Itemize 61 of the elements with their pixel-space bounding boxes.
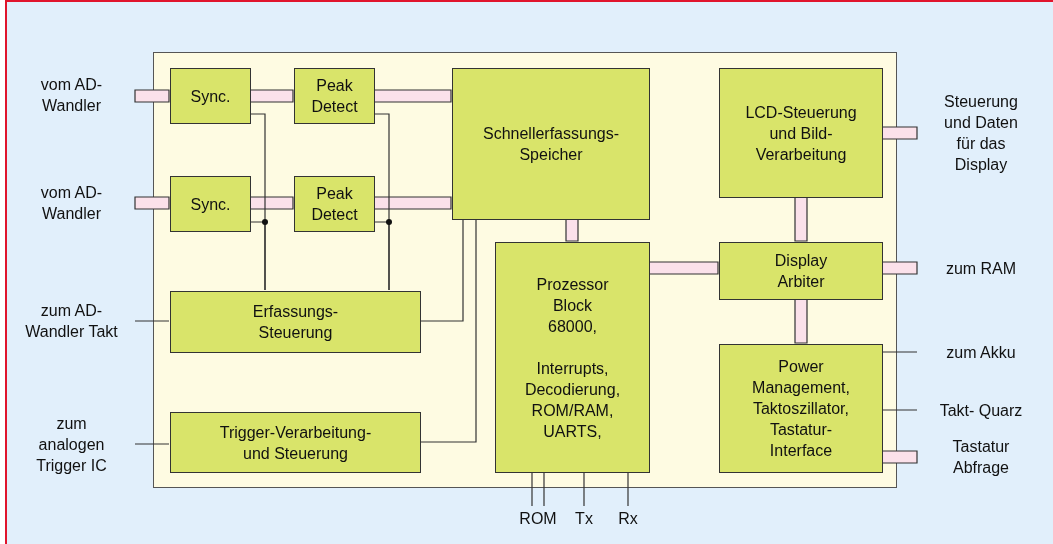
signal-line bbox=[419, 218, 477, 443]
block-label: Peak Detect bbox=[310, 184, 359, 225]
bus-connector bbox=[881, 450, 918, 464]
block-label: LCD-Steuerung und Bild- Verarbeitung bbox=[744, 102, 858, 165]
block-label: Peak Detect bbox=[310, 76, 359, 117]
block-label: Sync. bbox=[190, 86, 231, 107]
function-block bbox=[170, 176, 251, 232]
block-label: Interrupts, Decodierung, ROM/RAM, UARTS, bbox=[523, 358, 622, 442]
signal-line bbox=[881, 351, 918, 353]
bus-connector bbox=[249, 89, 294, 103]
signal-label: zum AD-Wandler Takt bbox=[24, 301, 119, 342]
signal-label: Steuerung und Daten für das Display bbox=[943, 92, 1019, 175]
bus-connector bbox=[648, 261, 719, 275]
function-block bbox=[719, 344, 883, 473]
signal-label: Tastatur Abfrage bbox=[951, 437, 1011, 478]
signal-label: zum Akku bbox=[946, 342, 1016, 363]
signal-label: ROM bbox=[519, 508, 557, 529]
block-label: Trigger-Verarbeitung- und Steuerung bbox=[218, 422, 373, 464]
signal-line bbox=[881, 409, 918, 411]
signal-line bbox=[627, 471, 629, 507]
bus-connector bbox=[249, 196, 294, 210]
block-label: Erfassungs- Steuerung bbox=[251, 302, 340, 343]
function-block bbox=[719, 68, 883, 198]
bus-connector bbox=[373, 89, 452, 103]
bus-connector bbox=[134, 196, 170, 210]
signal-label: Tx bbox=[575, 508, 593, 529]
bus-connector bbox=[881, 261, 918, 275]
function-block bbox=[719, 242, 883, 300]
signal-label: Rx bbox=[618, 508, 638, 529]
signal-line bbox=[249, 221, 266, 291]
signal-label: zum RAM bbox=[945, 258, 1017, 279]
function-block bbox=[294, 68, 375, 124]
signal-line bbox=[134, 443, 170, 445]
signal-label: vom AD-Wandler bbox=[39, 75, 104, 116]
signal-label: Takt- Quarz bbox=[939, 400, 1023, 421]
function-block bbox=[170, 68, 251, 124]
bus-connector bbox=[565, 218, 579, 242]
block-label: Power Management, Taktoszillator, Tastatur- Interface bbox=[751, 357, 851, 461]
block-label: Sync. bbox=[190, 194, 231, 215]
signal-line bbox=[373, 221, 390, 291]
bus-connector bbox=[794, 196, 808, 242]
function-block bbox=[170, 412, 421, 473]
function-block bbox=[294, 176, 375, 232]
bus-connector bbox=[881, 126, 918, 140]
function-block bbox=[452, 68, 650, 220]
signal-line bbox=[419, 218, 464, 322]
bus-connector bbox=[134, 89, 170, 103]
signal-line bbox=[531, 471, 533, 507]
signal-line bbox=[583, 471, 585, 507]
block-label: Schnellerfassungs- Speicher bbox=[481, 124, 621, 165]
block-label: Prozessor Block 68000, bbox=[535, 274, 610, 337]
bus-connector bbox=[373, 196, 452, 210]
signal-line bbox=[543, 471, 545, 507]
function-block bbox=[495, 242, 650, 473]
chip-outline bbox=[153, 52, 897, 488]
signal-line bbox=[134, 320, 170, 322]
bus-connector bbox=[794, 298, 808, 344]
function-block bbox=[170, 291, 421, 353]
block-label: Display Arbiter bbox=[773, 251, 829, 292]
signal-label: vom AD-Wandler bbox=[39, 183, 104, 224]
signal-label: zum analogen Trigger IC bbox=[35, 413, 108, 476]
